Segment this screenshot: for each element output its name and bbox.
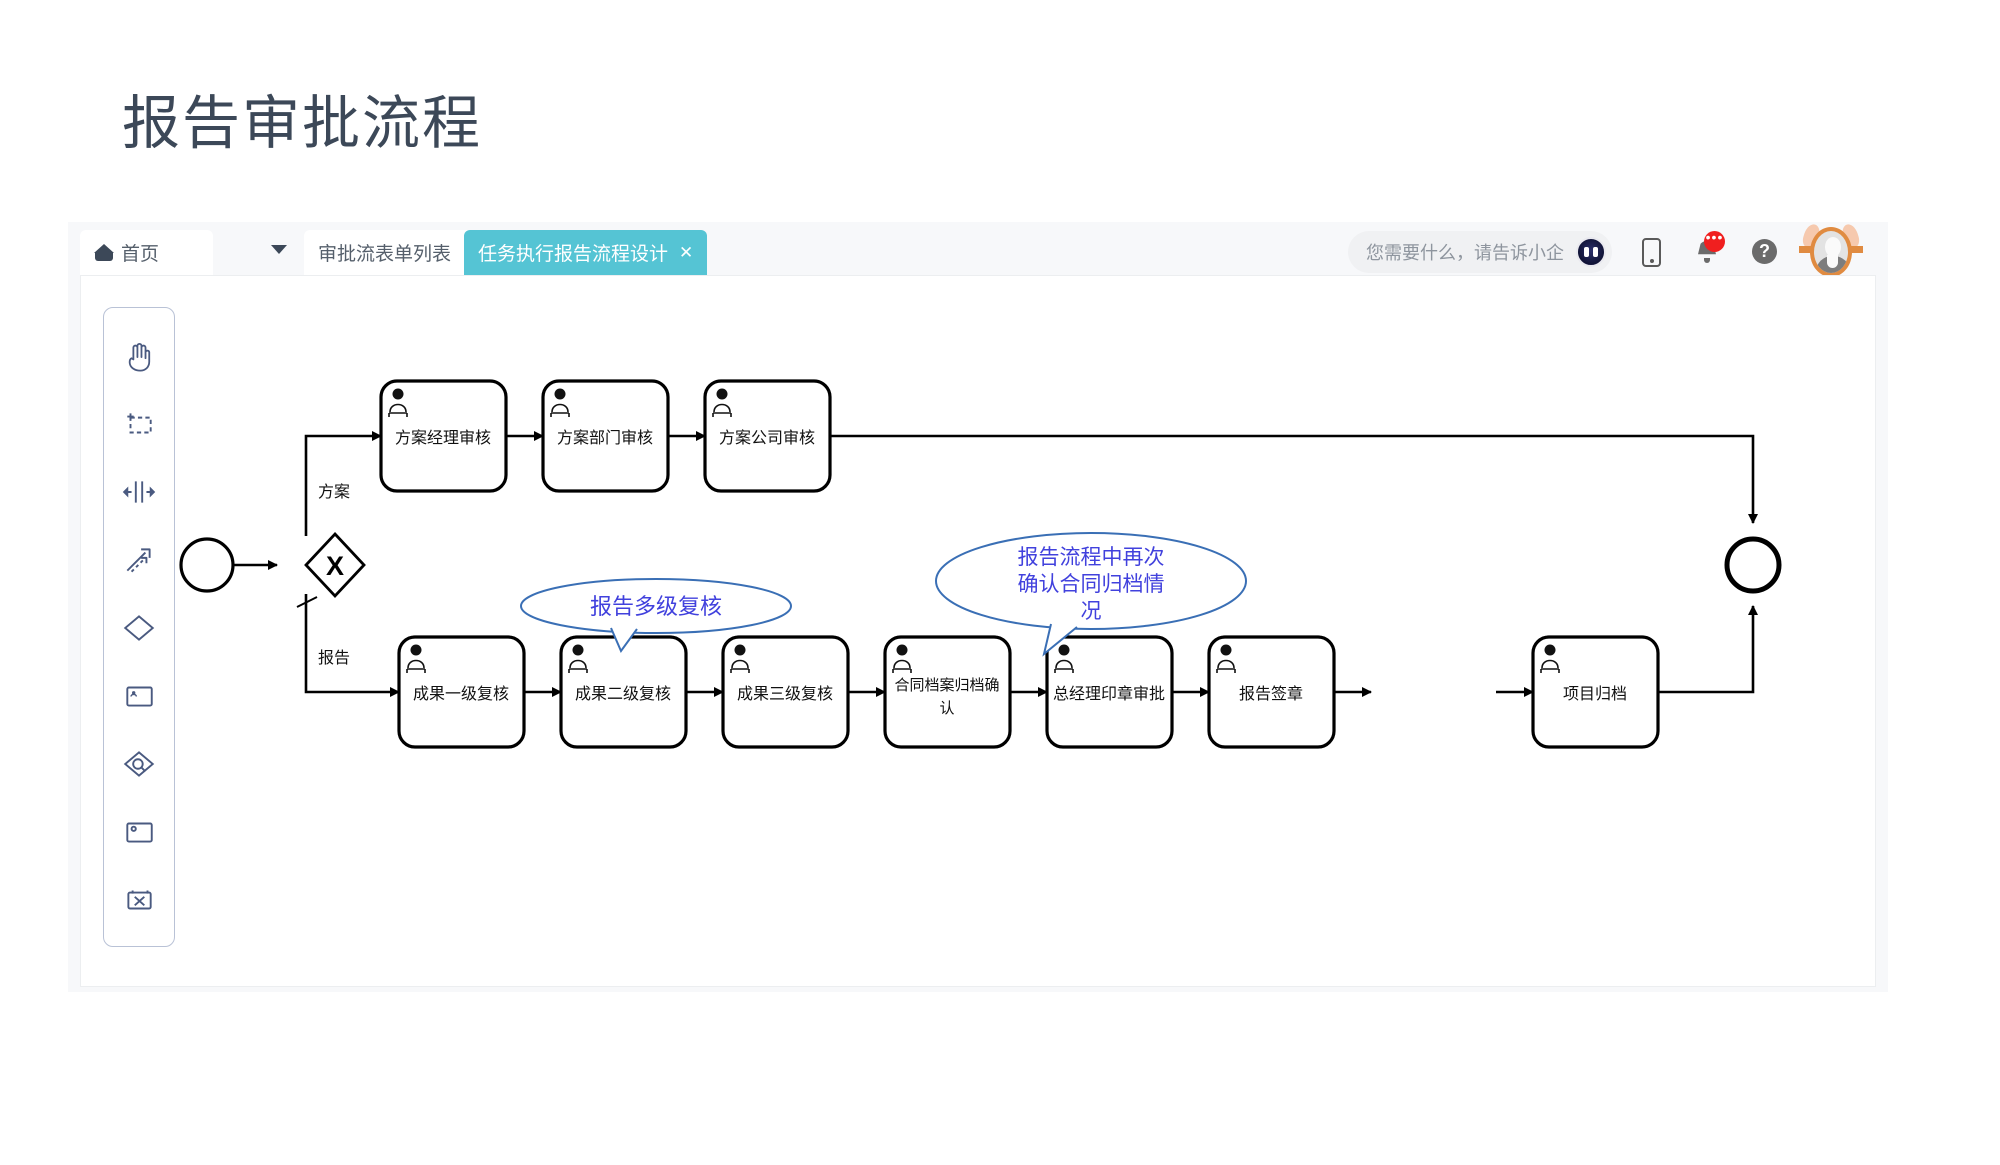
annotation-callout[interactable]: 报告流程中再次 确认合同归档情 况 <box>935 532 1247 657</box>
user-task-icon <box>1054 644 1074 673</box>
task-label: 项目归档 <box>1563 685 1627 703</box>
end-event-icon[interactable] <box>111 866 167 934</box>
annotation-line-2: 确认合同归档情 <box>1018 573 1165 596</box>
data-object-icon[interactable] <box>111 730 167 798</box>
end-event[interactable] <box>1724 536 1782 594</box>
task-label: 方案公司审核 <box>719 429 815 447</box>
tab-home[interactable]: 首页 <box>80 230 213 275</box>
task-label: 成果三级复核 <box>737 685 833 703</box>
task-label: 合同档案归档确 <box>894 676 999 694</box>
user-task-icon <box>892 644 912 673</box>
bell-icon[interactable]: ••• <box>1690 230 1725 271</box>
tab-label: 审批流表单列表 <box>318 244 452 265</box>
user-task-icon <box>388 388 408 417</box>
notification-badge: ••• <box>1704 230 1725 252</box>
tab-home-label: 首页 <box>121 244 160 265</box>
tab-bar: 首页 审批流表单列表 ✕ 任务执行报告流程设计 ✕ 您需要什么，请告诉小企 <box>68 222 1888 279</box>
task-node[interactable]: 项目归档 <box>1531 635 1660 749</box>
task-node[interactable]: 成果二级复核 <box>559 635 688 749</box>
task-node[interactable]: 总经理印章审批 <box>1045 635 1174 749</box>
gateway-icon[interactable] <box>111 594 167 662</box>
task-label: 报告签章 <box>1239 685 1303 703</box>
branch-label-top: 方案 <box>318 483 350 501</box>
annotation-text: 报告多级复核 <box>590 594 722 619</box>
caret-down-icon[interactable] <box>271 245 287 254</box>
annotation-line-1: 报告流程中再次 <box>1018 546 1165 569</box>
task-node[interactable]: 成果三级复核 <box>721 635 850 749</box>
user-task-icon <box>406 644 426 673</box>
task-node[interactable]: 方案公司审核 <box>703 379 832 493</box>
space-tool-icon[interactable] <box>111 458 167 526</box>
exclusive-gateway[interactable]: X <box>304 531 366 599</box>
user-task-icon <box>568 644 588 673</box>
task-label: 方案部门审核 <box>557 429 653 447</box>
branch-label-bottom: 报告 <box>318 649 350 667</box>
gateway-symbol: X <box>326 551 344 581</box>
start-event[interactable] <box>179 537 235 593</box>
user-task-icon <box>550 388 570 417</box>
app-window: 首页 审批流表单列表 ✕ 任务执行报告流程设计 ✕ 您需要什么，请告诉小企 <box>68 222 1888 992</box>
task-icon[interactable] <box>111 662 167 730</box>
task-node[interactable]: 报告签章 <box>1207 635 1336 749</box>
task-label: 成果二级复核 <box>575 685 671 703</box>
header-actions: 您需要什么，请告诉小企 ••• ? <box>1348 222 1863 279</box>
user-avatar[interactable] <box>1799 222 1863 279</box>
annotation-callout[interactable]: 报告多级复核 <box>520 578 792 654</box>
assistant-search-box[interactable]: 您需要什么，请告诉小企 <box>1348 231 1612 273</box>
task-node[interactable]: 方案部门审核 <box>541 379 670 493</box>
sequence-flows <box>233 431 1758 697</box>
user-task-icon <box>730 644 750 673</box>
task-label: 总经理印章审批 <box>1053 685 1165 703</box>
task-label: 方案经理审核 <box>395 429 491 447</box>
user-task-icon <box>712 388 732 417</box>
tab-close-icon[interactable]: ✕ <box>679 243 694 262</box>
subprocess-icon[interactable] <box>111 798 167 866</box>
home-icon <box>94 244 114 261</box>
task-label-line2: 认 <box>939 700 954 717</box>
bpmn-palette <box>103 307 175 947</box>
task-node[interactable]: 成果一级复核 <box>397 635 526 749</box>
bpmn-diagram: X 方案 报告 方案经理审核 <box>179 379 1782 749</box>
user-task-icon <box>1540 644 1560 673</box>
tab-report-flow-design[interactable]: 任务执行报告流程设计 ✕ <box>464 230 708 275</box>
task-node[interactable]: 方案经理审核 <box>379 379 508 493</box>
connect-tool-icon[interactable] <box>111 526 167 594</box>
page-title: 报告审批流程 <box>122 91 483 156</box>
user-task-icon <box>1216 644 1236 673</box>
task-label: 成果一级复核 <box>413 685 509 703</box>
annotation-line-3: 况 <box>1081 600 1102 623</box>
task-node[interactable]: 合同档案归档确 认 <box>883 635 1012 749</box>
lasso-tool-icon[interactable] <box>111 390 167 458</box>
help-icon[interactable]: ? <box>1746 233 1780 271</box>
assistant-search-placeholder: 您需要什么，请告诉小企 <box>1366 243 1564 263</box>
tab-label: 任务执行报告流程设计 <box>478 244 669 265</box>
bpmn-canvas[interactable]: X 方案 报告 方案经理审核 <box>80 275 1876 987</box>
mobile-icon[interactable] <box>1634 233 1668 271</box>
tab-approval-form-list[interactable]: 审批流表单列表 ✕ <box>304 230 491 275</box>
robot-assistant-icon[interactable] <box>1576 237 1606 267</box>
hand-tool-icon[interactable] <box>111 322 167 390</box>
